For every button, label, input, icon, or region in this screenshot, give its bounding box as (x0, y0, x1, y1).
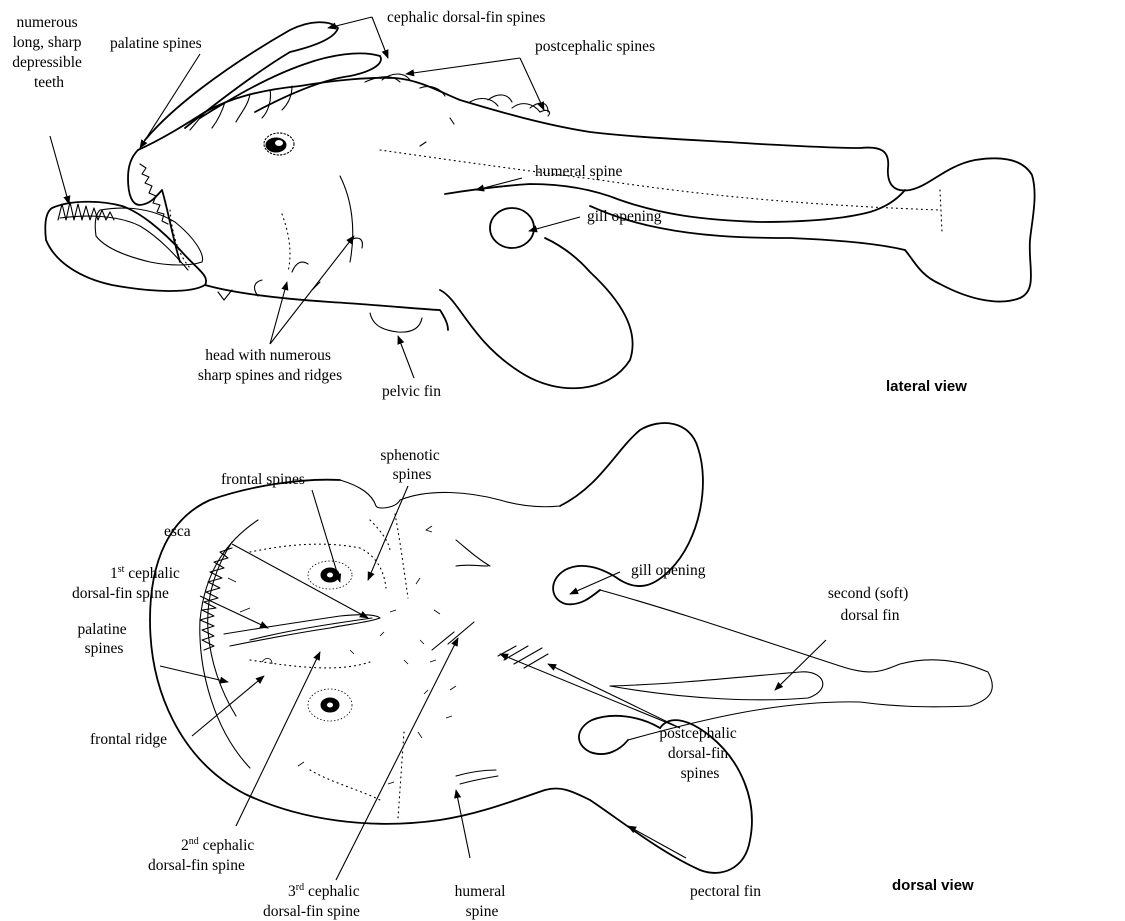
label-palatine-spines-dorsal: palatine spines (78, 621, 131, 657)
dorsal-lower-eye-highlight (327, 703, 333, 708)
dorsal-cephalic-spine-2 (250, 618, 372, 640)
dorsal-frontal-ridge-upper (250, 544, 386, 588)
label-humeral-spine-dorsal: humeral spine (455, 883, 510, 920)
leader-head-ridges-2 (270, 236, 354, 344)
lateral-line (380, 150, 940, 210)
dorsal-body-upper (600, 590, 992, 706)
lateral-pectoral-fin (440, 238, 633, 388)
label-lateral-view: lateral view (886, 378, 967, 395)
dorsal-teeth (200, 548, 232, 650)
dorsal-jaw-rim (200, 520, 258, 768)
leader-cephalic-spine-1 (328, 17, 372, 28)
lateral-head-ridges (218, 118, 454, 300)
dorsal-lower-humeral-spine (456, 770, 498, 784)
leader-postcephalic-1 (406, 58, 520, 74)
label-teeth: numerous long, sharp depressible teeth (12, 14, 86, 91)
lateral-preopercle (170, 210, 290, 272)
lateral-upper-jaw (128, 150, 180, 262)
label-second-soft-dorsal-fin: second (soft) dorsal fin (828, 585, 912, 624)
dorsal-upper-gill-opening (553, 566, 620, 604)
dorsal-postcephalic-spines (432, 622, 548, 668)
label-frontal-ridge: frontal ridge (90, 731, 167, 748)
dorsal-head-outline-top (340, 480, 560, 508)
leader-postcephalic-dorsal-2 (548, 664, 680, 728)
lateral-line-caudal (940, 190, 942, 232)
label-sphenotic-spines: sphenotic spines (380, 447, 443, 483)
leader-gill-lateral (529, 217, 580, 231)
label-palatine-spines-lateral: palatine spines (110, 35, 202, 52)
leader-second-cephalic (236, 652, 320, 826)
lateral-view-drawing (45, 22, 1034, 388)
leader-postcephalic-2 (520, 58, 544, 110)
label-dorsal-view: dorsal view (892, 877, 974, 894)
dorsal-upper-eye-highlight (327, 573, 333, 578)
leader-cephalic-spine-2 (372, 17, 388, 58)
leader-third-cephalic (336, 638, 458, 880)
leader-gill-dorsal (570, 572, 620, 594)
lateral-eye-highlight (275, 140, 283, 146)
leader-esca (232, 544, 368, 618)
label-third-cephalic-spine: 3rd cephalic dorsal-fin spine (263, 882, 363, 920)
lateral-lower-jaw-inner (60, 216, 188, 270)
label-frontal-spines: frontal spines (221, 471, 305, 488)
label-pelvic-fin: pelvic fin (382, 383, 441, 400)
leader-postcephalic-dorsal-1 (500, 654, 680, 728)
lateral-body-ventral-outline (205, 285, 448, 330)
label-gill-opening-lateral: gill opening (587, 208, 662, 225)
label-pectoral-fin: pectoral fin (690, 883, 761, 900)
dorsal-upper-humeral-spine (456, 540, 490, 566)
lateral-cephalic-spine-2 (200, 53, 381, 118)
label-first-cephalic-spine: 1st cephalic dorsal-fin spine (72, 564, 184, 602)
label-postcephalic-dorsal-fin-spines: postcephalic dorsal-fin spines (659, 725, 740, 782)
dorsal-head-outline (150, 480, 590, 824)
labels: cephalic dorsal-fin spines palatine spin… (12, 9, 974, 920)
leader-pectoral (628, 826, 686, 858)
dorsal-illicium (224, 615, 380, 646)
dorsal-nodules (228, 526, 456, 784)
lateral-pelvic-fin (370, 313, 422, 332)
lateral-humeral-ridge (445, 184, 905, 222)
leader-teeth (50, 136, 69, 204)
leader-head-ridges-1 (270, 282, 287, 344)
label-postcephalic-spines: postcephalic spines (535, 38, 655, 55)
dorsal-pectoral-base-upper (395, 514, 408, 598)
label-esca: esca (164, 523, 191, 540)
leader-palatine-dorsal (160, 666, 228, 682)
label-second-cephalic-spine: 2nd cephalic dorsal-fin spine (148, 836, 258, 874)
label-head-spines: head with numerous sharp spines and ridg… (198, 347, 342, 384)
lateral-gill-opening (490, 208, 534, 248)
lateral-eye (266, 138, 286, 152)
leader-sphenotic (368, 486, 408, 580)
dorsal-view-drawing (150, 423, 992, 873)
label-cephalic-dorsal-fin-spines: cephalic dorsal-fin spines (387, 9, 545, 26)
lateral-dorsal-crest (190, 77, 550, 130)
lateral-lower-jaw (45, 202, 206, 291)
label-humeral-spine-lateral: humeral spine (535, 163, 622, 180)
leader-pelvic (398, 336, 414, 378)
dorsal-soft-dorsal-fin (610, 672, 823, 700)
label-gill-opening-dorsal: gill opening (631, 562, 706, 579)
dorsal-pectoral-base-lower (398, 732, 404, 818)
leader-frontal-ridge (192, 676, 264, 736)
leader-humeral-lateral (476, 178, 522, 190)
leader-humeral-dorsal (456, 790, 470, 858)
leader-first-cephalic (200, 596, 268, 628)
